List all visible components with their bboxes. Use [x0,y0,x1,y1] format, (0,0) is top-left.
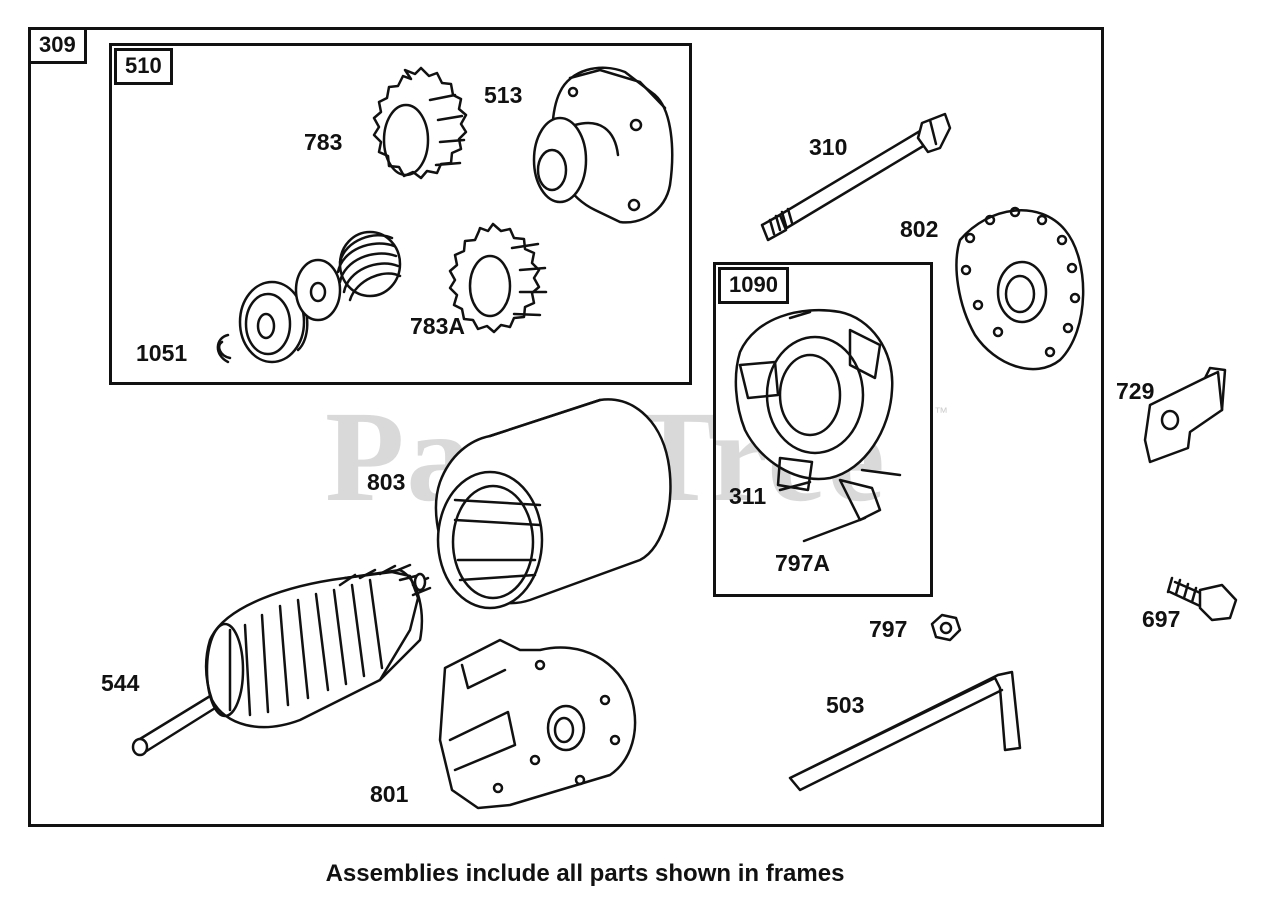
part-803-housing[interactable] [434,398,672,610]
label-part-544[interactable]: 544 [101,670,140,696]
frame-309: 309 [28,27,1104,827]
part-1051-ring[interactable] [216,333,232,364]
part-729-bracket[interactable] [1143,366,1227,464]
frame-1090: 1090 [713,262,933,597]
part-washer[interactable] [294,258,342,322]
part-collar[interactable] [238,280,309,364]
part-513-drive-cap[interactable] [532,66,674,224]
part-783-gear[interactable] [372,66,468,180]
part-1090-brush-holder[interactable] [734,308,902,522]
label-part-1051[interactable]: 1051 [136,340,188,366]
part-544-armature[interactable] [131,563,432,757]
label-part-310[interactable]: 310 [809,134,848,160]
part-697-screw[interactable] [1166,576,1238,622]
part-783A-gear[interactable] [448,222,548,334]
leader-797A [802,516,867,543]
part-802-end-plate[interactable] [955,206,1085,371]
part-310-bolt[interactable] [760,112,952,242]
label-part-311[interactable]: 311 [729,483,767,509]
frame-510-tag[interactable]: 510 [114,48,173,85]
frame-309-tag[interactable]: 309 [31,30,87,64]
frame-1090-tag[interactable]: 1090 [718,267,789,304]
label-part-513[interactable]: 513 [484,82,523,108]
label-part-697[interactable]: 697 [1142,606,1181,632]
part-801-plate[interactable] [438,638,637,810]
diagram-caption: Assemblies include all parts shown in fr… [325,860,845,887]
part-797-nut[interactable] [930,613,962,642]
part-503-strap[interactable] [788,670,1022,792]
label-part-801[interactable]: 801 [370,781,409,807]
label-part-729[interactable]: 729 [1116,378,1155,404]
label-part-797[interactable]: 797 [869,616,908,642]
watermark-trademark: ™ [934,404,948,420]
leader-311 [778,480,812,492]
label-part-783[interactable]: 783 [304,129,343,155]
label-part-783A[interactable]: 783A [410,313,465,339]
label-part-803[interactable]: 803 [367,469,406,495]
label-part-797A[interactable]: 797A [775,550,830,576]
label-part-503[interactable]: 503 [826,692,865,718]
frame-510: 510 [109,43,692,385]
part-spring[interactable] [336,230,402,302]
label-part-802[interactable]: 802 [900,216,939,242]
